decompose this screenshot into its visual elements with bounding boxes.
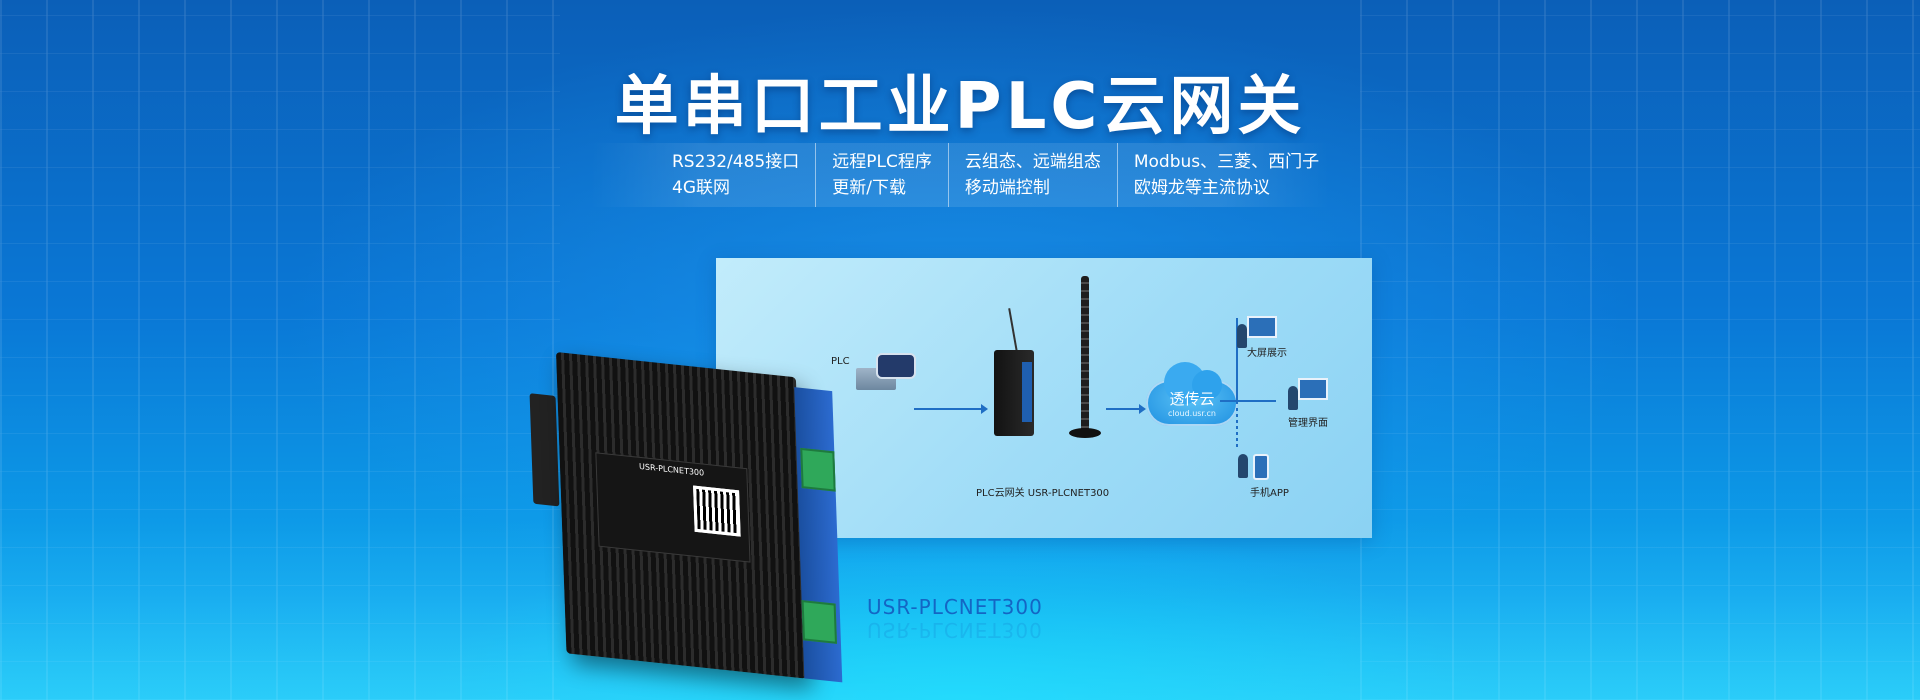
din-rail-clip xyxy=(529,393,560,507)
feature-line: 移动端控制 xyxy=(964,178,1050,198)
big-screen-label: 大屏展示 xyxy=(1247,348,1287,359)
feature-line: 云组态、远端组态 xyxy=(964,152,1101,172)
connector-line xyxy=(1236,318,1238,404)
feature-item: RS232/485接口 4G联网 xyxy=(590,143,815,207)
cloud-icon: 透传云 cloud.usr.cn xyxy=(1146,362,1238,426)
feature-item: 云组态、远端组态 移动端控制 xyxy=(947,143,1117,207)
feature-line: RS232/485接口 xyxy=(672,152,800,172)
terminal-block-icon xyxy=(801,600,837,644)
serial-port-icon xyxy=(876,353,916,379)
device-label: USR-PLCNET300 xyxy=(595,452,751,563)
feature-line: 4G联网 xyxy=(672,178,730,198)
device-label-name: USR-PLCNET300 xyxy=(638,461,705,478)
model-name-reflection: USR-PLCNET300 xyxy=(867,618,1043,642)
floor-glow xyxy=(0,520,1920,700)
gateway-caption: PLC云网关 USR-PLCNET300 xyxy=(976,488,1110,499)
banner-title: 单串口工业PLC云网关 xyxy=(614,70,1306,144)
factory-background-left xyxy=(0,0,560,700)
arrow-icon xyxy=(1106,404,1146,414)
device-housing: USR-PLCNET300 xyxy=(556,352,807,679)
feature-line: 更新/下载 xyxy=(832,178,906,198)
feature-strip: RS232/485接口 4G联网 远程PLC程序 更新/下载 云组态、远端组态 … xyxy=(590,143,1330,207)
antenna-icon xyxy=(1081,276,1089,436)
feature-line: Modbus、三菱、西门子 xyxy=(1133,152,1320,172)
gateway-icon xyxy=(994,350,1034,436)
feature-item: Modbus、三菱、西门子 欧姆龙等主流协议 xyxy=(1116,143,1335,207)
qr-code-icon xyxy=(693,485,741,537)
manage-label: 管理界面 xyxy=(1288,418,1328,429)
product-device: USR-PLCNET300 xyxy=(529,352,843,692)
person-icon xyxy=(1288,386,1298,410)
factory-background-right xyxy=(1360,0,1920,700)
mobile-label: 手机APP xyxy=(1250,488,1289,499)
arrow-icon xyxy=(914,404,988,414)
feature-line: 远程PLC程序 xyxy=(832,152,932,172)
big-screen-icon xyxy=(1247,316,1277,338)
cable-icon xyxy=(1008,308,1018,352)
person-icon xyxy=(1237,324,1247,348)
model-name: USR-PLCNET300 xyxy=(867,595,1043,619)
connector-line xyxy=(1220,400,1238,402)
connector-line xyxy=(1236,400,1276,402)
person-icon xyxy=(1238,454,1248,478)
terminal-block-icon xyxy=(800,447,836,492)
phone-icon xyxy=(1253,454,1269,480)
plc-label: PLC xyxy=(831,356,850,367)
cloud-url: cloud.usr.cn xyxy=(1167,409,1216,418)
feature-item: 远程PLC程序 更新/下载 xyxy=(815,143,948,207)
feature-line: 欧姆龙等主流协议 xyxy=(1133,178,1270,198)
cloud-name: 透传云 xyxy=(1169,390,1215,408)
monitor-icon xyxy=(1298,378,1328,400)
antenna-base-icon xyxy=(1069,428,1101,438)
dotted-connector xyxy=(1236,408,1238,450)
